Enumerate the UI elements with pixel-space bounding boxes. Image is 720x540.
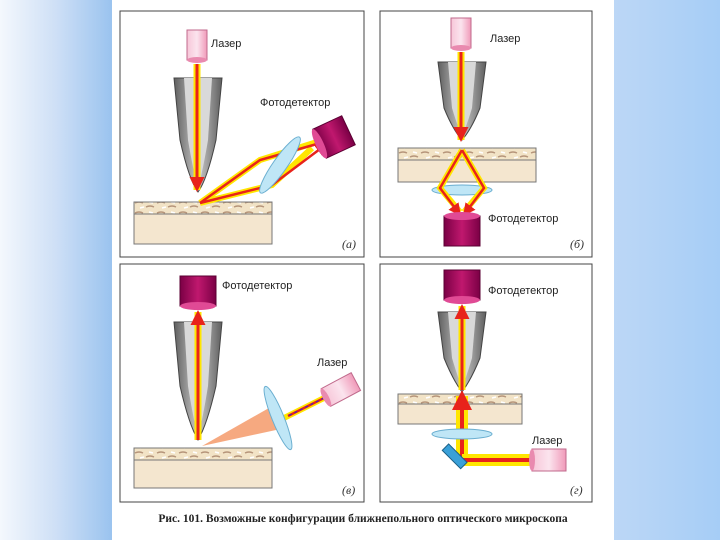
panel-b-frame [379, 10, 593, 258]
lens-icon [431, 428, 493, 440]
laser-icon [320, 372, 362, 408]
panel-tag: (б) [570, 237, 584, 251]
mirror-icon [441, 443, 468, 470]
panel-g: Фотодетектор Лазер (г) [379, 263, 593, 503]
lens-icon [259, 136, 301, 194]
panel-tag: (а) [342, 237, 356, 251]
panel-v: Фотодетектор Лазер (в) [119, 263, 365, 503]
figure-nsom-configurations: Лазер Фотодетектор (а) Лазер [119, 10, 593, 503]
photodetector-label: Фотодетектор [488, 285, 558, 297]
sample-surface [133, 447, 273, 461]
figure-caption: Рис. 101. Возможные конфигурации ближнеп… [158, 513, 568, 525]
laser-label: Лазер [317, 357, 347, 369]
document-page: Лазер Фотодетектор (а) Лазер [112, 0, 614, 540]
transmitted-beams [438, 149, 486, 216]
panel-tag: (г) [570, 483, 583, 497]
laser-icon [186, 29, 208, 63]
panel-b: Лазер Фотодетектор (б) [379, 10, 593, 258]
background-band-right [614, 0, 720, 540]
photodetector-icon [179, 275, 217, 310]
photodetector-label: Фотодетектор [260, 97, 330, 109]
photodetector-icon [443, 269, 481, 304]
photodetector-label: Фотодетектор [222, 280, 292, 292]
laser-label: Лазер [211, 38, 241, 50]
laser-label: Лазер [490, 33, 520, 45]
photodetector-label: Фотодетектор [488, 213, 558, 225]
lens-icon [263, 385, 293, 451]
laser-icon [450, 17, 472, 51]
panel-a: Лазер Фотодетектор (а) [119, 10, 365, 258]
photodetector-icon [311, 115, 356, 159]
laser-cone [202, 404, 276, 446]
laser-icon [529, 448, 567, 472]
panel-tag: (в) [342, 483, 355, 497]
laser-label: Лазер [532, 435, 562, 447]
laser-beam-axis [287, 397, 325, 417]
photodetector-icon [443, 212, 481, 247]
